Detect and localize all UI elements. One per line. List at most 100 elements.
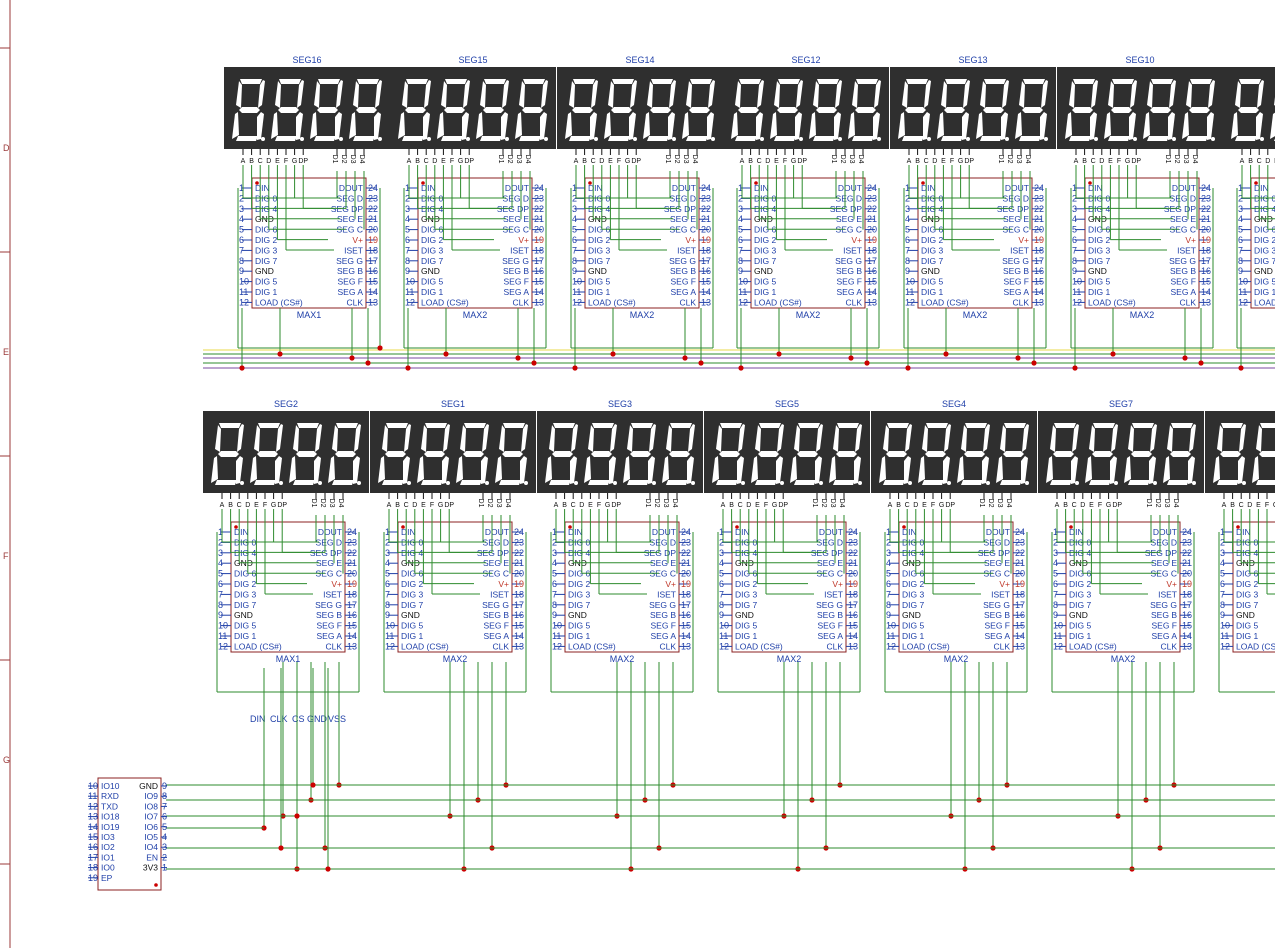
display-title: SEG3 xyxy=(608,399,632,409)
display-digit-pin-letter: D2 xyxy=(340,155,347,164)
chip-pin-name: DIG 1 xyxy=(568,631,590,641)
chip-pin-name: SEG G xyxy=(315,600,342,610)
chip-pin-name: DIG 7 xyxy=(588,256,610,266)
display-pin-letter: D xyxy=(1099,158,1104,165)
display-pin-letter: G xyxy=(605,502,610,509)
chip-pin-number: 15 xyxy=(534,277,544,287)
display-pin-letter: E xyxy=(1256,502,1261,509)
chip-pin-number: 16 xyxy=(867,266,877,276)
chip-pin-number: 10 xyxy=(1053,621,1063,631)
display-digit-pin-letter: D3 xyxy=(328,499,335,508)
chip-pin-name: DIG 7 xyxy=(902,600,924,610)
chip-pin-name: DIG 3 xyxy=(1069,589,1091,599)
chip-pin-name: DIG 3 xyxy=(255,245,277,255)
chip-pin-number: 1 xyxy=(905,183,910,193)
chip-pin-name: SEG G xyxy=(1169,256,1196,266)
junction-dot xyxy=(572,365,578,371)
display-pin-letter: G xyxy=(625,158,630,165)
display-pin-letter: C xyxy=(404,502,409,509)
chip-pin-name: DIG 5 xyxy=(921,277,943,287)
chip-pin-name: DIN xyxy=(234,527,249,537)
chip-pin-number: 8 xyxy=(1220,600,1225,610)
chip-pin-name: ISET xyxy=(323,589,342,599)
display-digit-pin-letter: D3 xyxy=(996,499,1003,508)
display-pin-letter: C xyxy=(1091,158,1096,165)
chip-pin-name: SEG E xyxy=(817,558,843,568)
chip-pin-number: 23 xyxy=(1034,193,1044,203)
chip-pin-name: ISET xyxy=(490,589,509,599)
chip-pin-number: 15 xyxy=(347,621,357,631)
chip-pin-number: 19 xyxy=(701,235,711,245)
chip-pin-number: 20 xyxy=(1182,569,1192,579)
chip-pin-name: SEG DP xyxy=(1145,548,1177,558)
rail-drops xyxy=(239,308,371,371)
frame-row-label: G xyxy=(3,755,10,765)
driver-chip-outline xyxy=(898,521,1014,653)
display-pin-letter: A xyxy=(387,502,392,509)
display-pin-letter: C xyxy=(237,502,242,509)
chip-pin-name: DOUT xyxy=(339,183,363,193)
chip-pin-number: 12 xyxy=(1072,297,1082,307)
driver-chip-outline xyxy=(1065,521,1181,653)
rail-drops xyxy=(738,308,870,371)
chip-pin-name: DIG 5 xyxy=(1069,621,1091,631)
chip-pin-number: 11 xyxy=(1238,287,1247,297)
chip-pin-name: DIG 5 xyxy=(588,277,610,287)
chip-pin-name: GND xyxy=(234,610,253,620)
chip-pin-name: SEG DP xyxy=(331,204,363,214)
chip-pin-name: DIG 1 xyxy=(1069,631,1091,641)
chip-pin-number: 21 xyxy=(701,214,711,224)
chip-pin-number: 13 xyxy=(514,641,524,651)
display-pin-letter: E xyxy=(275,158,280,165)
chip-pin-name: SEG DP xyxy=(811,548,843,558)
seven-segment-display xyxy=(537,411,703,493)
chip-pin-name: DIG 2 xyxy=(568,579,590,589)
chip-pin-number: 5 xyxy=(905,225,910,235)
display-pin-letter: A xyxy=(1240,158,1245,165)
chip-pin-name: DIG 7 xyxy=(401,600,423,610)
display-pin-letter: F xyxy=(263,502,267,509)
pin1-marker xyxy=(568,525,572,529)
chip-pin-name: SEG DP xyxy=(1164,204,1196,214)
chip-pin-number: 2 xyxy=(552,537,557,547)
driver-chip-outline xyxy=(417,177,533,309)
display-pin-letter: F xyxy=(783,158,787,165)
display-pin-letter: C xyxy=(1239,502,1244,509)
chip-pin-number: 13 xyxy=(701,297,711,307)
chip-pin-name: SEG G xyxy=(1150,600,1177,610)
junction-dot xyxy=(310,782,316,788)
junction-dot xyxy=(443,351,449,357)
chip-pin-number: 13 xyxy=(1201,297,1211,307)
display-digit-pin-letter: D3 xyxy=(829,499,836,508)
chip-pin-number: 8 xyxy=(738,256,743,266)
chip-pin-number: 8 xyxy=(385,600,390,610)
display-digit-pin-letter: D4 xyxy=(358,155,365,164)
display-pin-letter: C xyxy=(924,158,929,165)
chip-pin-name: SEG C xyxy=(1170,225,1196,235)
chip-pin-number: 11 xyxy=(719,631,728,641)
junction-dot xyxy=(1015,355,1021,361)
segment-wiring xyxy=(903,165,1047,349)
chip-pin-name: DIG 5 xyxy=(401,621,423,631)
chip-pin-number: 4 xyxy=(719,558,724,568)
display-pin-letter: E xyxy=(421,502,426,509)
chip-pin-number: 24 xyxy=(1034,183,1044,193)
chip-pin-number: 19 xyxy=(514,579,524,589)
chip-pin-number: 18 xyxy=(1034,245,1044,255)
display-pin-letter: E xyxy=(755,502,760,509)
chip-pin-number: 3 xyxy=(738,204,743,214)
chip-pin-name: LOAD (CS#) xyxy=(1236,641,1275,651)
display-title: SEG2 xyxy=(274,399,298,409)
chip-pin-name: SEG D xyxy=(316,537,342,547)
display-digit-pin-letter: D3 xyxy=(1015,155,1022,164)
chip-pin-number: 7 xyxy=(886,589,891,599)
chip-pin-number: 1 xyxy=(719,527,724,537)
chip-pin-number: 11 xyxy=(405,287,414,297)
chip-pin-number: 1 xyxy=(1053,527,1058,537)
chip-pin-number: 6 xyxy=(405,235,410,245)
chip-pin-name: SEG G xyxy=(835,256,862,266)
